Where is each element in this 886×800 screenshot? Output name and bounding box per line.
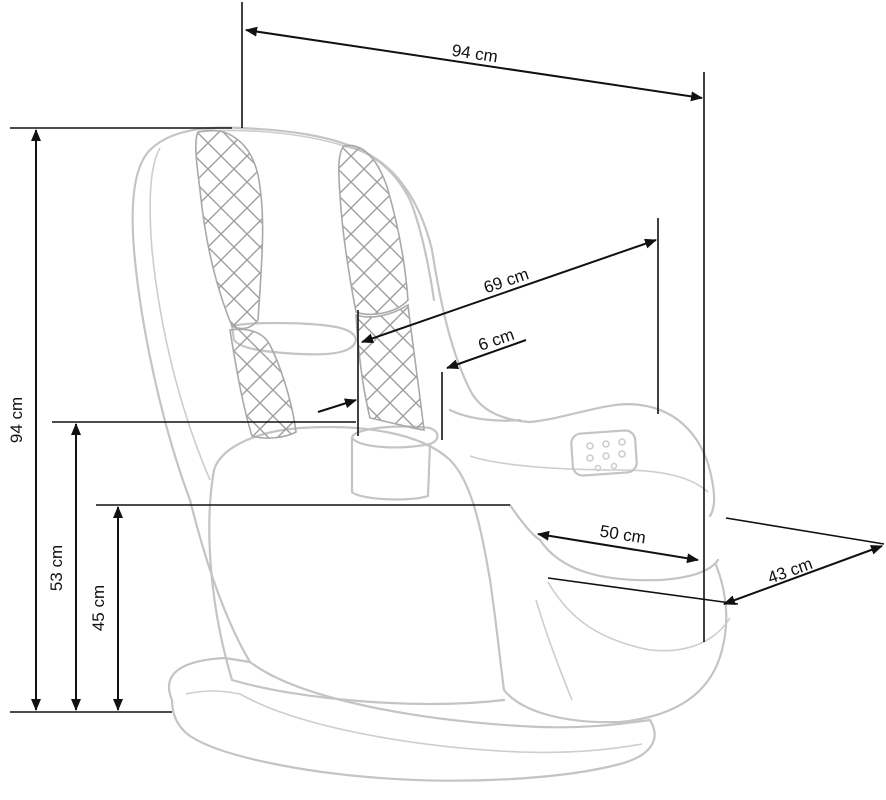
dim-width-top xyxy=(245,26,703,102)
extension-line-seat-width-bottom xyxy=(547,577,739,605)
label-seat-width: 43 cm xyxy=(765,554,815,588)
dim-armrest-width-right xyxy=(446,339,527,370)
label-seat-height: 45 cm xyxy=(89,585,108,631)
quilted-panels xyxy=(195,129,425,439)
extension-line-seat-width-top xyxy=(725,517,885,545)
dim-seat-width xyxy=(723,545,883,605)
dim-armrest-width-left xyxy=(317,398,357,413)
dimension-lines xyxy=(10,2,885,713)
label-seat-depth: 50 cm xyxy=(599,522,648,548)
control-buttons xyxy=(586,438,626,472)
dim-seat-depth xyxy=(537,530,699,564)
dim-depth-backrest xyxy=(361,238,657,344)
label-armrest-height: 53 cm xyxy=(47,545,66,591)
label-height-total: 94 cm xyxy=(7,397,26,443)
